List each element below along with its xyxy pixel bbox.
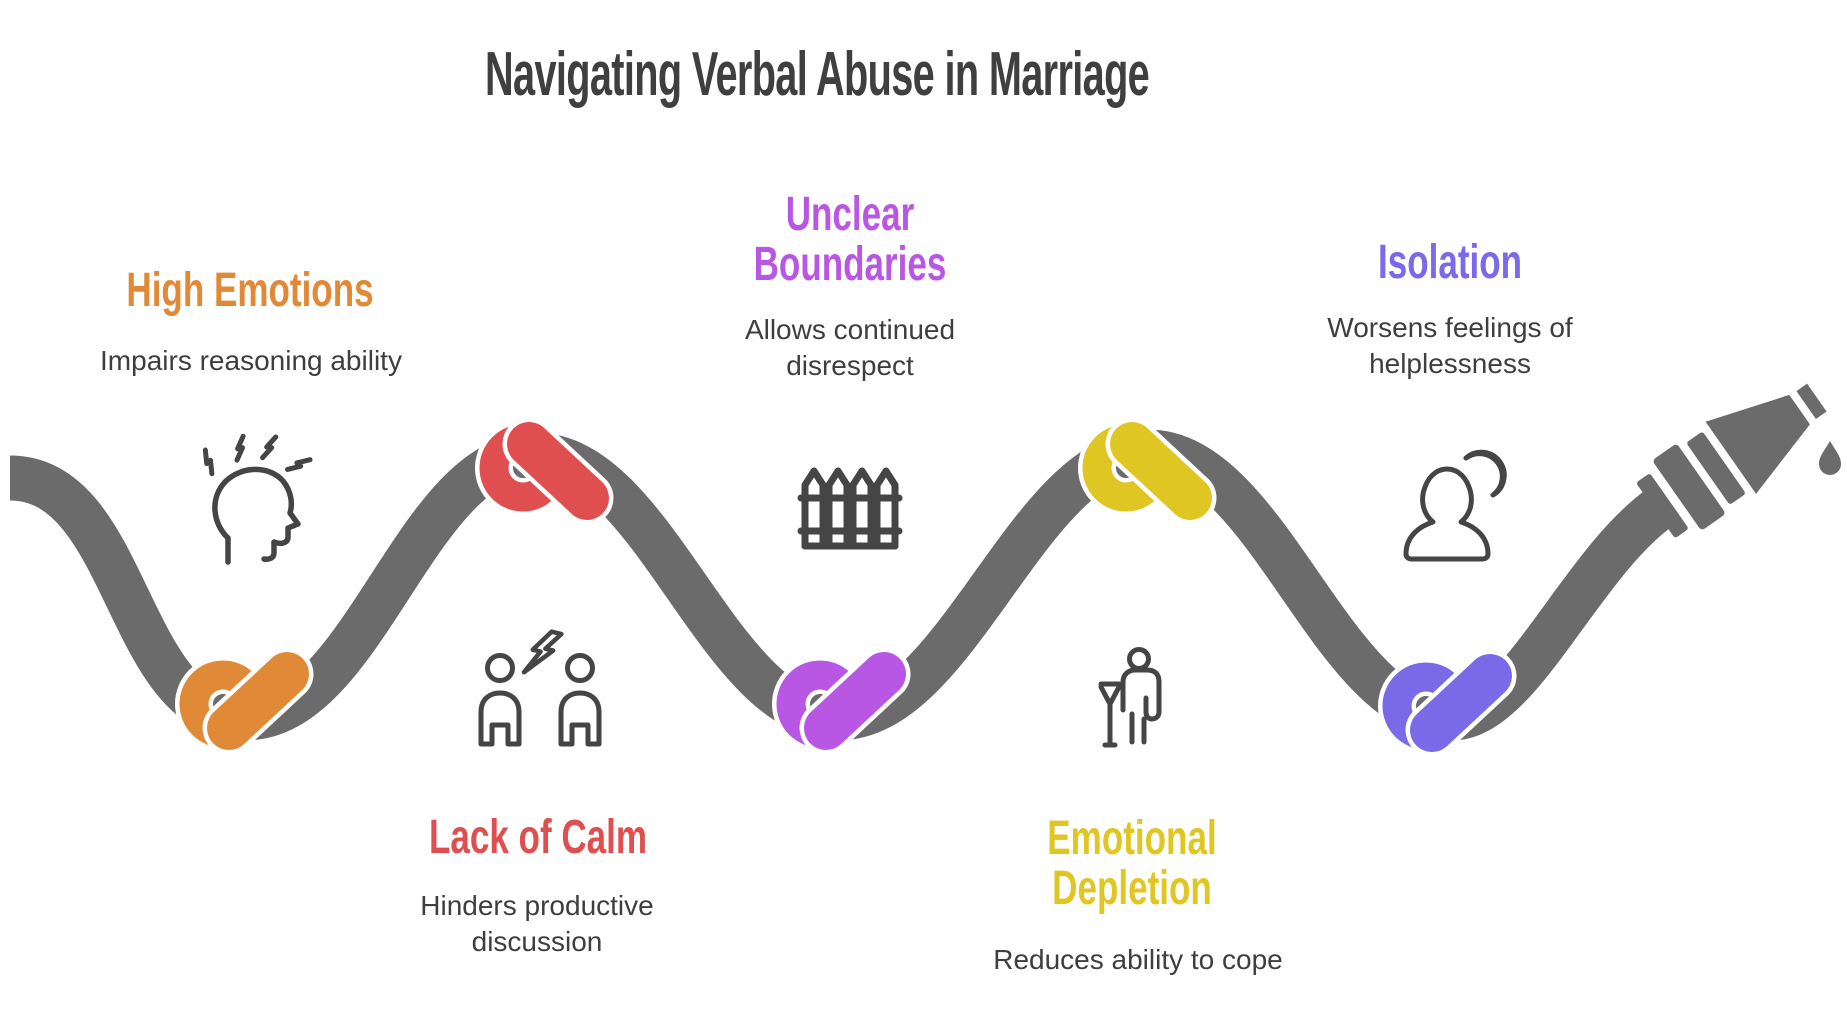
crutch-person-icon <box>1098 647 1162 748</box>
stage-description-isolation: Worsens feelings of helplessness <box>1327 312 1573 380</box>
conflict-icon <box>478 629 602 747</box>
purple-knot <box>772 647 911 755</box>
red-knot <box>475 417 614 525</box>
stage-description-emotional-depletion: Reduces ability to cope <box>993 944 1283 975</box>
fence-icon <box>797 467 903 550</box>
nozzle-cone <box>1705 394 1810 494</box>
dripping-nozzle-icon <box>1637 383 1827 538</box>
stage-label-high-emotions: High Emotions <box>126 264 374 317</box>
page-title: Navigating Verbal Abuse in Marriage <box>485 40 1150 109</box>
orange-knot <box>175 647 314 755</box>
stressed-head-icon <box>202 433 313 565</box>
stage-label-unclear-boundaries: Unclear Boundaries <box>753 188 947 292</box>
stage-label-isolation: Isolation <box>1377 236 1523 289</box>
yellow-knot <box>1078 417 1217 525</box>
stage-description-high-emotions: Impairs reasoning ability <box>100 345 402 376</box>
violet-knot <box>1378 649 1517 757</box>
stage-label-emotional-depletion: Emotional Depletion <box>1047 812 1217 916</box>
nozzle-ring <box>1637 474 1688 538</box>
drip-droplet-icon <box>1819 441 1841 475</box>
nozzle-ring <box>1653 444 1725 530</box>
stage-description-lack-of-calm: Hinders productive discussion <box>420 890 654 958</box>
person-moon-icon <box>1403 449 1507 562</box>
nozzle-ring <box>1687 432 1745 504</box>
nozzle-tip <box>1796 383 1827 419</box>
stage-label-lack-of-calm: Lack of Calm <box>428 811 648 864</box>
stage-description-unclear-boundaries: Allows continued disrespect <box>744 314 956 382</box>
